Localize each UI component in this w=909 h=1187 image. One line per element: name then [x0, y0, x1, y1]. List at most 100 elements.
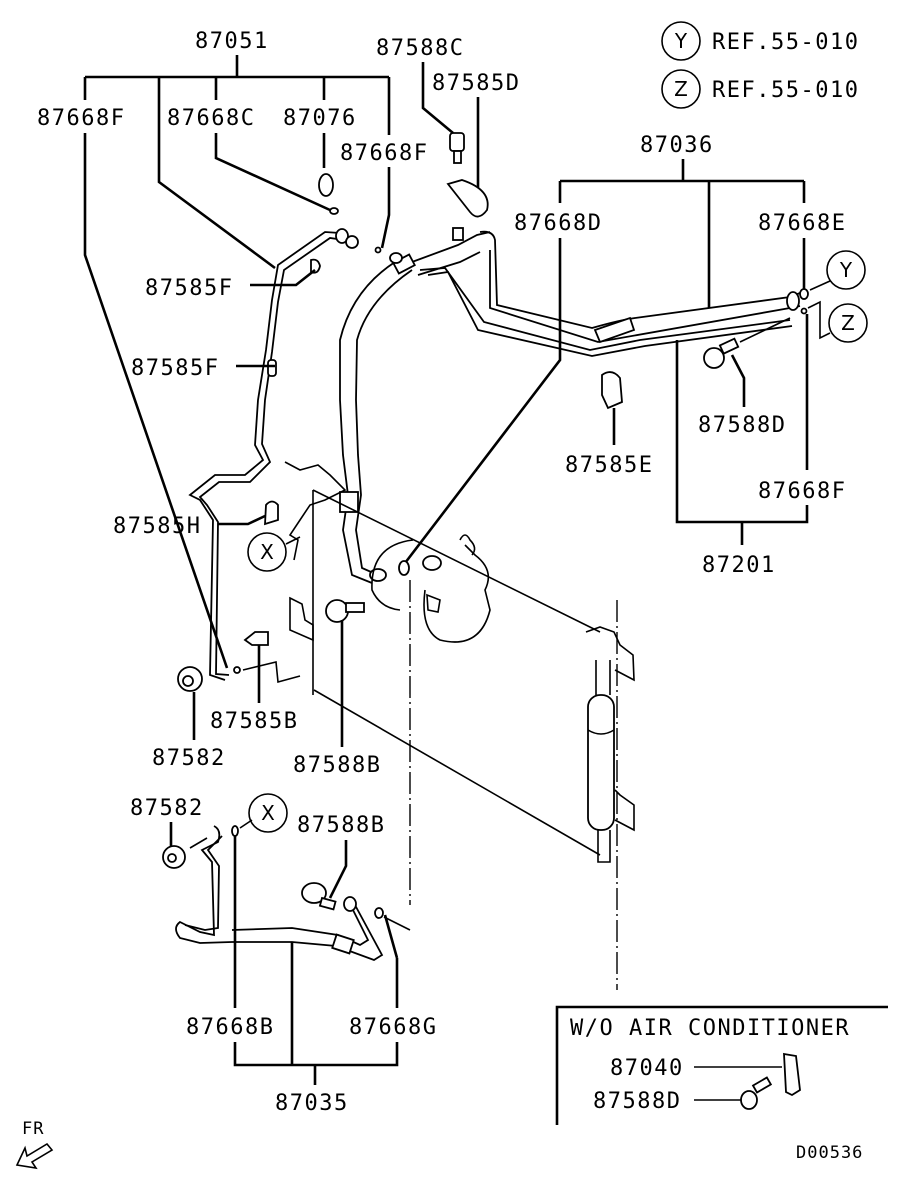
o-ring-87668G[interactable] [374, 907, 384, 919]
discharge-hose-87036[interactable] [339, 230, 801, 584]
o-ring-87668D[interactable] [398, 560, 410, 576]
leader-87668F-left [83, 133, 229, 669]
svg-text:X: X [260, 540, 274, 564]
inset-without-air-conditioner: W/O AIR CONDITIONER 87040 87588D [555, 1005, 888, 1125]
nut-87582-upper[interactable] [177, 666, 203, 692]
bolt-87588D-inset[interactable] [740, 1076, 773, 1110]
leader-nut-to-pipe [189, 837, 208, 849]
hose-sleeve-87036 [593, 316, 636, 344]
inset-title: W/O AIR CONDITIONER [570, 1016, 850, 1041]
clip-87585B[interactable] [243, 631, 269, 646]
part-label-87668E[interactable]: 87668E [758, 211, 846, 236]
inset-part-label-87040[interactable]: 87040 [610, 1056, 684, 1081]
leader-87668G-dash [383, 916, 411, 931]
part-label-87585H[interactable]: 87585H [113, 514, 201, 539]
bracket-87040[interactable] [783, 1052, 801, 1097]
condenser-pipe-87035[interactable] [175, 825, 384, 961]
reference-marker-z [661, 69, 701, 109]
fitting-near-hose-top [389, 227, 464, 264]
part-label-87588B-upper[interactable]: 87588B [293, 753, 381, 778]
reference-text-y[interactable]: REF.55-010 [712, 30, 859, 55]
bolt-clamp-group-top: 87588C 87585D [376, 36, 520, 218]
leader-87668F-top [380, 167, 391, 249]
part-label-87588D[interactable]: 87588D [698, 413, 786, 438]
front-arrow-icon [15, 1142, 54, 1170]
leader-87668D [400, 238, 562, 568]
part-label-87585B[interactable]: 87585B [210, 709, 298, 734]
o-ring-87668F-lower[interactable] [233, 666, 241, 674]
assembly-bracket-87035 [233, 942, 399, 1085]
o-ring-87668B[interactable] [231, 825, 239, 837]
o-ring-87668E[interactable] [799, 288, 809, 300]
part-label-87668C[interactable]: 87668C [167, 106, 255, 131]
compressor[interactable] [371, 534, 491, 643]
part-label-87668D[interactable]: 87668D [514, 211, 602, 236]
svg-text:X: X [261, 801, 275, 825]
svg-text:Z: Z [841, 311, 855, 335]
svg-text:Y: Y [839, 258, 853, 282]
part-label-87668F-top[interactable]: 87668F [340, 141, 428, 166]
fitting-87051 [335, 228, 359, 249]
receiver-drier[interactable] [587, 660, 635, 863]
part-label-87668B[interactable]: 87668B [186, 1015, 274, 1040]
part-label-87668G[interactable]: 87668G [349, 1015, 437, 1040]
centerline-dashed [409, 580, 618, 990]
clip-87585E[interactable] [601, 371, 623, 410]
reference-marker-y-letter: Y [674, 29, 688, 53]
o-ring-87668C[interactable] [329, 207, 339, 215]
inset-frame [555, 1005, 888, 1125]
bolt-87588B-upper[interactable] [325, 599, 365, 623]
connector-marker-y[interactable]: Y [809, 250, 866, 291]
reference-legend-z: Z REF.55-010 [661, 69, 859, 109]
bolt-87588C[interactable] [449, 132, 465, 164]
part-label-87582-upper[interactable]: 87582 [152, 746, 226, 771]
bolt-87588D[interactable] [703, 337, 740, 369]
part-label-87585D[interactable]: 87585D [432, 71, 520, 96]
clamp-87585D[interactable] [446, 179, 489, 218]
valve-core-87076[interactable] [318, 173, 334, 197]
clip-87585H[interactable] [264, 500, 279, 526]
part-label-87668F-left[interactable]: 87668F [37, 106, 125, 131]
part-label-87035[interactable]: 87035 [275, 1091, 349, 1116]
front-label: FR [22, 1119, 44, 1139]
part-label-87076[interactable]: 87076 [283, 106, 357, 131]
bolt-87588B-lower[interactable] [301, 882, 337, 911]
reference-marker-z-letter: Z [674, 77, 688, 101]
assembly-87036: 87036 87668D 87668E [400, 133, 846, 568]
inset-part-label-87588D[interactable]: 87588D [593, 1089, 681, 1114]
reference-marker-y [661, 21, 701, 61]
part-label-87588C[interactable]: 87588C [376, 36, 464, 61]
o-ring-87668F-top[interactable] [374, 246, 382, 254]
callout-marker-x-upper[interactable]: X [247, 532, 301, 572]
leader-87588C [421, 62, 454, 134]
leader-87668C [214, 133, 331, 212]
suction-pipe-87051[interactable] [188, 231, 345, 681]
part-label-87585E[interactable]: 87585E [565, 453, 653, 478]
bracket-line [242, 661, 301, 684]
leaders-87035-children [233, 836, 399, 1008]
nut-87582-lower[interactable] [162, 845, 186, 869]
part-label-87588B-lower[interactable]: 87588B [297, 813, 385, 838]
part-label-87051[interactable]: 87051 [195, 29, 269, 54]
assembly-87051: 87051 87668F 87668C 87076 87668F [37, 29, 428, 669]
front-direction-indicator: FR [15, 1119, 54, 1170]
drawing-code: D00536 [796, 1143, 863, 1163]
part-label-87585F-lower[interactable]: 87585F [131, 356, 219, 381]
assembly-87035: 87668B 87668G 87035 [186, 836, 437, 1116]
part-label-87585F-upper[interactable]: 87585F [145, 276, 233, 301]
part-label-87582-lower[interactable]: 87582 [130, 796, 204, 821]
part-label-87036[interactable]: 87036 [640, 133, 714, 158]
leader-87588D-to-hose [739, 317, 791, 343]
part-label-87201[interactable]: 87201 [702, 553, 776, 578]
leader-87585H [218, 514, 266, 526]
leader-87588D [730, 354, 746, 407]
assembly-bracket-87036 [558, 159, 806, 308]
reference-text-z[interactable]: REF.55-010 [712, 78, 859, 103]
callout-marker-x-lower[interactable]: X [239, 793, 288, 833]
part-label-87668F-right[interactable]: 87668F [758, 479, 846, 504]
condenser[interactable] [284, 461, 635, 856]
o-ring-87668F-right[interactable] [800, 307, 808, 315]
clip-87585F-lower[interactable] [267, 359, 277, 377]
connector-marker-z[interactable]: Z [807, 300, 868, 343]
